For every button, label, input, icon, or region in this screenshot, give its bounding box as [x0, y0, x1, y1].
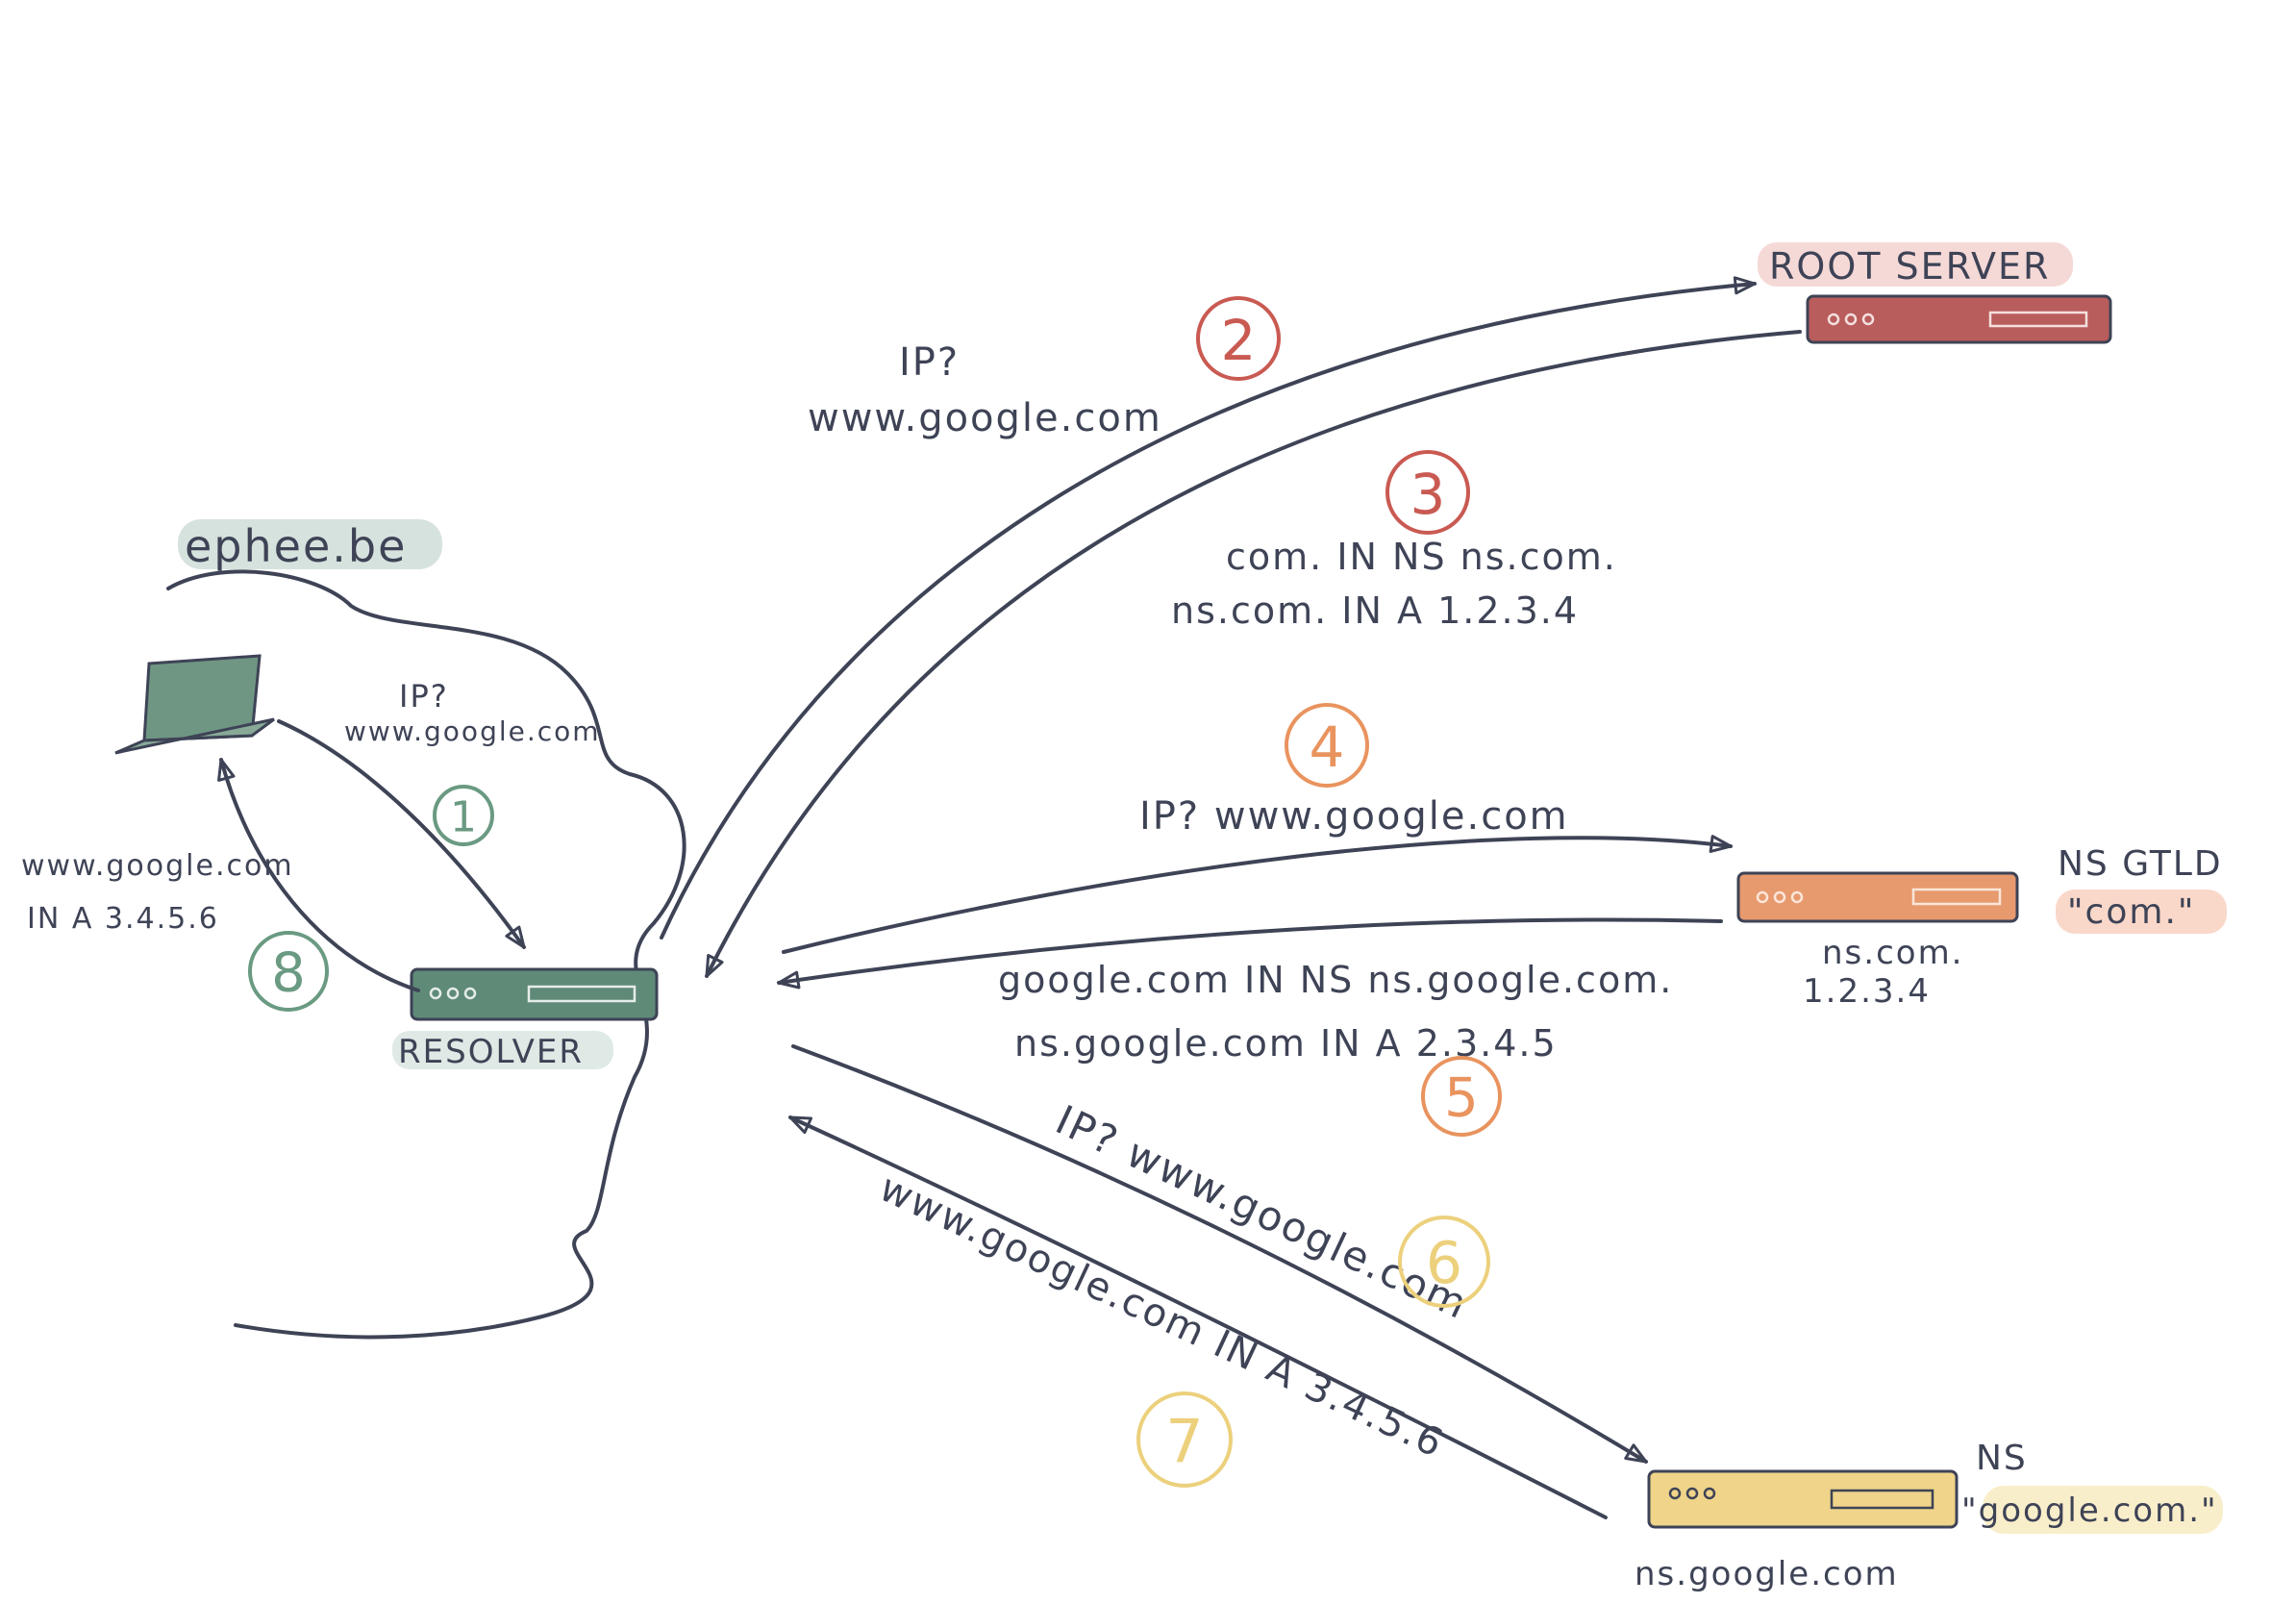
gtld-zone-highlight	[2056, 890, 2227, 934]
step-7-number: 7	[1165, 1407, 1203, 1477]
step-5-circle	[1421, 1056, 1502, 1137]
google-ns-zone-highlight	[1983, 1486, 2223, 1534]
step-2-line-2: www.google.com	[808, 396, 1162, 440]
arrow-step-2	[660, 276, 1757, 940]
step-1-line-1: IP?	[399, 678, 449, 714]
step-3-circle	[1385, 450, 1470, 535]
step-7-circle	[1136, 1391, 1233, 1488]
arrow-step-7	[788, 1115, 1608, 1519]
arrow-step-5	[777, 917, 1723, 990]
gtld-server-icon	[1736, 871, 2019, 923]
resolver-label-highlight	[392, 1031, 613, 1069]
gtld-host-label: ns.com.	[1822, 934, 1964, 972]
resolver-label: RESOLVER	[398, 1033, 584, 1071]
step-7-line-1: www.google.com IN A 3.4.5.6	[873, 1165, 1451, 1466]
arrow-step-3	[705, 330, 1802, 978]
laptop-icon	[114, 654, 275, 755]
step-2-circle	[1196, 296, 1281, 381]
step-6-number: 6	[1426, 1230, 1462, 1297]
step-5-number: 5	[1444, 1067, 1479, 1130]
root-label-highlight	[1758, 242, 2073, 287]
gtld-zone-label: "com."	[2067, 892, 2195, 932]
step-8-line-2: IN A 3.4.5.6	[27, 902, 219, 936]
step-6-circle	[1398, 1216, 1490, 1308]
google-ns-zone-label: "google.com."	[1961, 1491, 2218, 1530]
network-cloud	[166, 569, 686, 1340]
step-3-number: 3	[1410, 462, 1446, 527]
step-1-line-2: www.google.com	[344, 715, 601, 747]
google-ns-role-label: NS	[1976, 1439, 2028, 1478]
google-ns-host-label: ns.google.com	[1635, 1555, 1899, 1593]
resolver-server-icon	[410, 967, 659, 1021]
step-8-number: 8	[271, 942, 306, 1005]
step-3-line-1: com. IN NS ns.com.	[1226, 536, 1617, 578]
step-5-line-1: google.com IN NS ns.google.com.	[998, 959, 1673, 1001]
step-4-line-1: IP? www.google.com	[1139, 794, 1569, 839]
domain-label: ephee.be	[185, 520, 407, 572]
step-8-line-1: www.google.com	[21, 849, 294, 883]
step-1-circle	[433, 785, 494, 846]
google-ns-server-icon	[1647, 1469, 1959, 1529]
step-3-line-2: ns.com. IN A 1.2.3.4	[1171, 589, 1579, 632]
arrow-step-4	[782, 835, 1733, 954]
arrow-step-8	[217, 758, 420, 992]
gtld-role-label: NS GTLD	[2058, 844, 2223, 884]
step-1-number: 1	[450, 793, 477, 842]
step-4-circle	[1285, 703, 1369, 788]
gtld-ip-label: 1.2.3.4	[1803, 972, 1931, 1011]
step-5-line-2: ns.google.com IN A 2.3.4.5	[1014, 1022, 1558, 1065]
arrow-step-1	[277, 719, 526, 949]
step-2-number: 2	[1221, 308, 1257, 373]
domain-label-highlight	[178, 519, 442, 569]
arrow-step-6	[791, 1044, 1648, 1464]
step-2-line-1: IP?	[899, 340, 960, 385]
step-8-circle	[248, 931, 329, 1012]
root-server-icon	[1806, 294, 2112, 344]
step-4-number: 4	[1310, 714, 1345, 780]
root-server-label: ROOT SERVER	[1769, 245, 2050, 288]
